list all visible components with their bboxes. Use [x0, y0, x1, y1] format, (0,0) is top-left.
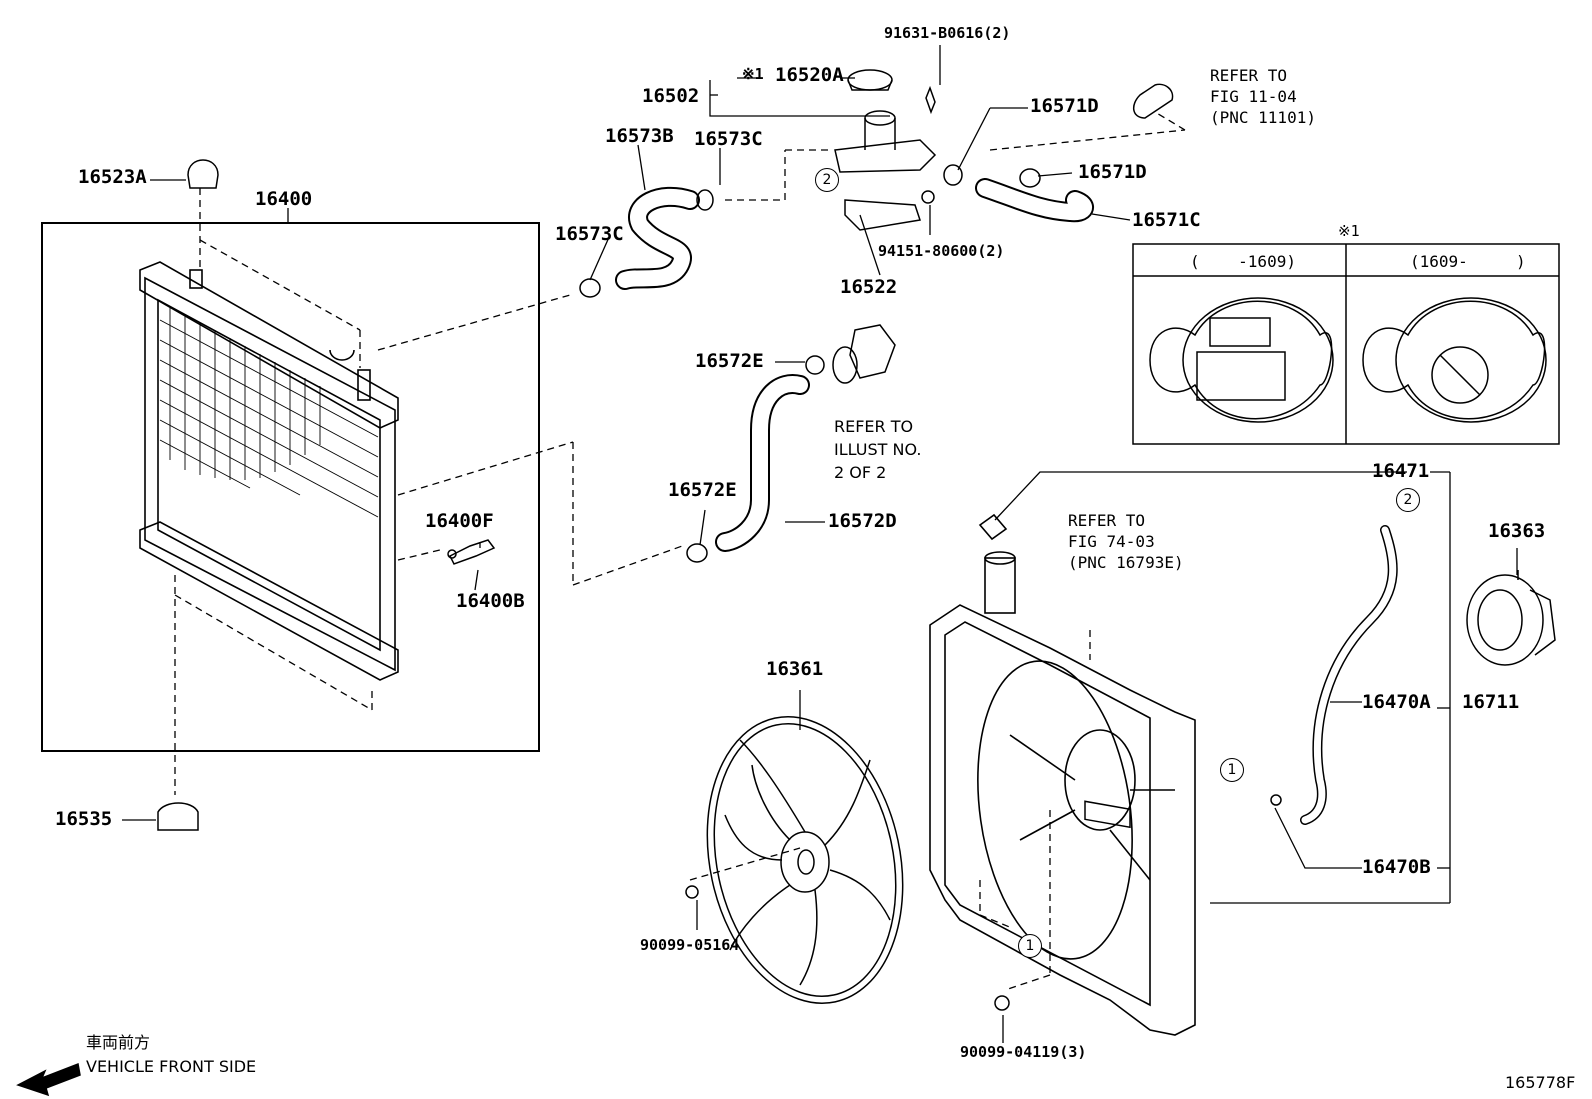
grommet-16535: [157, 802, 199, 831]
drain-plug: [448, 539, 496, 565]
note-mark: ※1: [742, 65, 764, 83]
label-16711: 16711: [1462, 691, 1520, 713]
refer-fig-74-03: REFER TO FIG 74-03 (PNC 16793E): [1068, 511, 1184, 572]
label-16471: 16471: [1372, 460, 1430, 482]
label-16400b: 16400B: [456, 590, 525, 612]
label-16572e-bot: 16572E: [668, 479, 737, 501]
cap-inset: [1132, 243, 1560, 445]
inset-right-header: (1609- ): [1410, 252, 1526, 271]
callout-1-bottom: 1: [1018, 934, 1042, 958]
label-16361: 16361: [766, 658, 824, 680]
label-16520a: 16520A: [775, 64, 844, 86]
front-side-jp: 車両前方: [86, 1033, 151, 1052]
label-16573c-left: 16573C: [555, 223, 624, 245]
refer-fig-11-04: REFER TO FIG 11-04 (PNC 11101): [1210, 66, 1316, 127]
radiator-frame: [41, 222, 540, 752]
label-16522: 16522: [840, 276, 898, 298]
grommet-16523a: [187, 159, 219, 189]
label-91631: 91631-B0616(2): [884, 24, 1011, 42]
label-plate: [1084, 800, 1131, 829]
fan-16361: [706, 716, 904, 1004]
label-16400: 16400: [255, 188, 313, 210]
label-16523a: 16523A: [78, 166, 147, 188]
callout-2-top: 2: [815, 168, 839, 192]
inlet-housing: [832, 324, 896, 384]
label-16571d-mid: 16571D: [1078, 161, 1147, 183]
refer-illust: REFER TO ILLUST NO. 2 OF 2: [834, 417, 922, 483]
label-94151: 94151-80600(2): [878, 242, 1005, 260]
callout-2-right: 2: [1396, 488, 1420, 512]
label-16470b: 16470B: [1362, 856, 1431, 878]
shroud-16711: [929, 513, 1196, 1036]
figure-id: 165778F: [1505, 1073, 1576, 1092]
water-outlet-16502: [834, 69, 937, 231]
label-16363: 16363: [1488, 520, 1546, 542]
label-16535: 16535: [55, 808, 113, 830]
label-16400f: 16400F: [425, 510, 494, 532]
label-16572e-top: 16572E: [695, 350, 764, 372]
inset-left-header: ( -1609): [1190, 252, 1296, 271]
label-16571d-top: 16571D: [1030, 95, 1099, 117]
front-side-en: VEHICLE FRONT SIDE: [86, 1057, 257, 1076]
label-90099-05164: 90099-05164: [640, 936, 740, 954]
clamps: [579, 164, 1041, 563]
label-16573c-top: 16573C: [694, 128, 763, 150]
label-16502: 16502: [642, 85, 700, 107]
callout-1-hose: 1: [1220, 758, 1244, 782]
fan-motor-16363: [1466, 570, 1556, 666]
label-16573b: 16573B: [605, 125, 674, 147]
radiator-core-drawing: [139, 261, 399, 681]
label-16571c: 16571C: [1132, 209, 1201, 231]
label-16470a: 16470A: [1362, 691, 1431, 713]
inset-mark: ※1: [1338, 222, 1360, 240]
label-90099-04119: 90099-04119(3): [960, 1043, 1087, 1061]
label-16572d: 16572D: [828, 510, 897, 532]
front-arrow: [16, 1062, 81, 1097]
